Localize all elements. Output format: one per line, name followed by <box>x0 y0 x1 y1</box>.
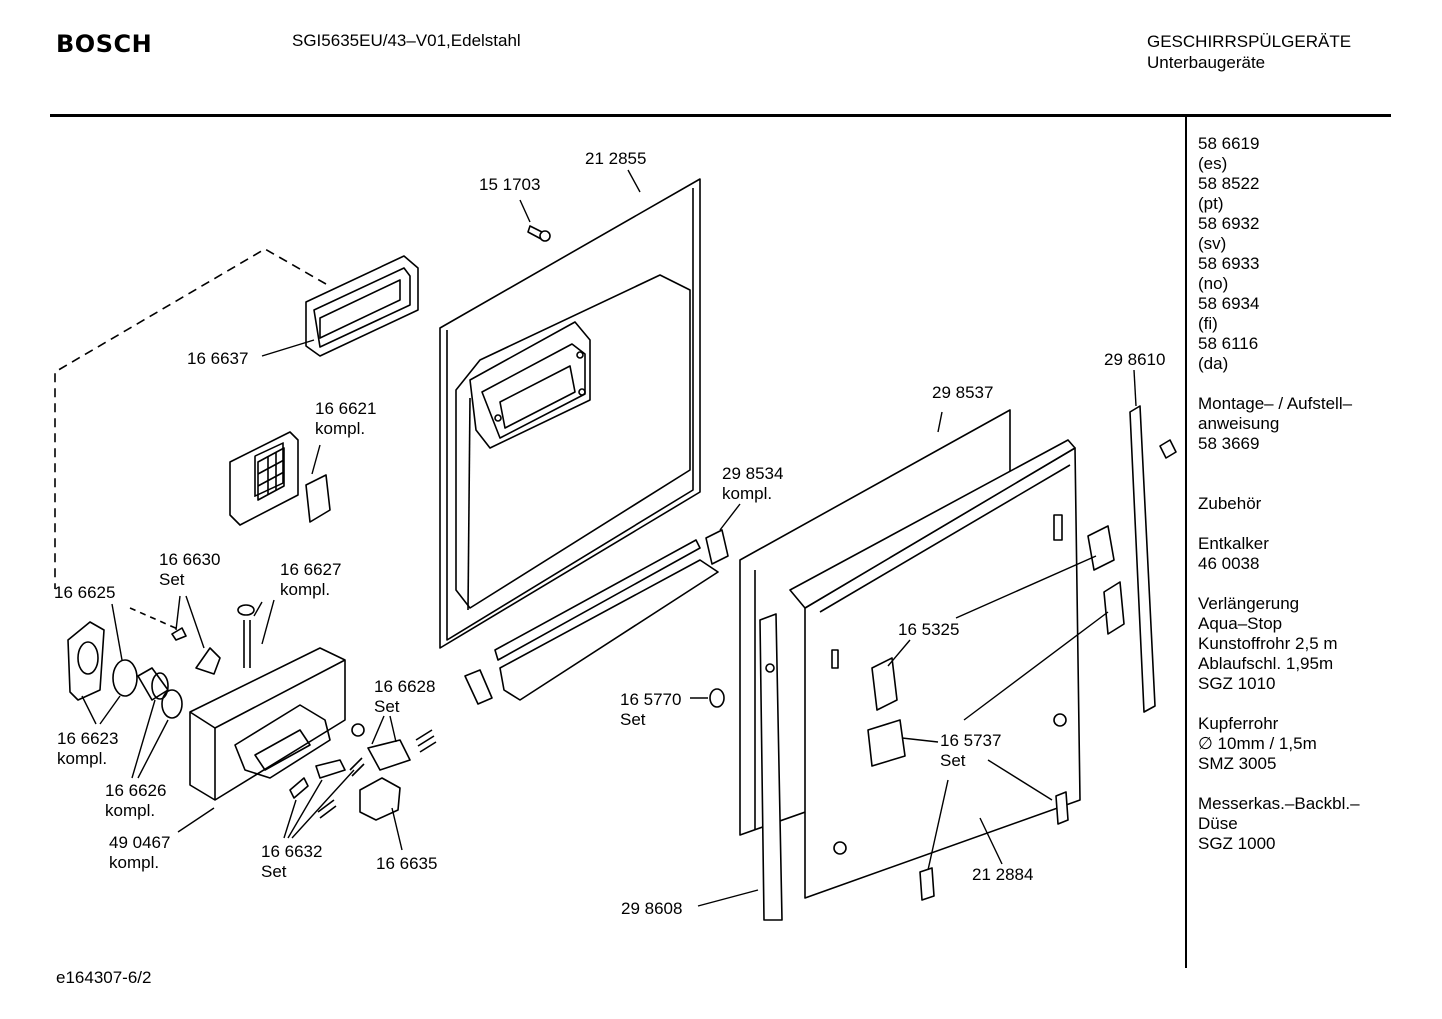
label-151703: 15 1703 <box>479 175 541 194</box>
sidebar-line: (es) <box>1198 154 1228 173</box>
label-298608: 29 8608 <box>621 899 683 918</box>
seal-ring <box>112 659 138 697</box>
sidebar-notes: 58 6619(es)58 8522(pt)58 6932(sv)58 6933… <box>1198 134 1360 854</box>
sidebar-divider <box>1185 117 1187 968</box>
hinge-298534 <box>705 529 729 565</box>
side-strip-298610 <box>1129 405 1156 713</box>
label-166626: 16 6626 kompl. <box>105 781 167 820</box>
label-298610: 29 8610 <box>1104 350 1166 369</box>
dashed-guide-2 <box>129 607 181 631</box>
sidebar-line: (pt) <box>1198 194 1224 213</box>
label-166623: 16 6623 kompl. <box>57 729 119 768</box>
sidebar-line: Verlängerung <box>1198 594 1300 613</box>
sidebar-line: Kupferrohr <box>1198 714 1279 733</box>
label-165325: 16 5325 <box>898 620 960 639</box>
label-212855: 21 2855 <box>585 149 647 168</box>
screw-151703 <box>527 225 551 242</box>
label-298534: 29 8534 kompl. <box>722 464 784 503</box>
sidebar-line: 46 0038 <box>1198 554 1260 573</box>
strip-hole <box>765 663 775 673</box>
model-number: SGI5635EU/43–V01,Edelstahl <box>292 31 521 50</box>
sidebar-line: Kunstoffrohr 2,5 m <box>1198 634 1338 653</box>
label-166637: 16 6637 <box>187 349 249 368</box>
hinge-298534-left <box>464 669 493 705</box>
knob-165770 <box>709 688 725 708</box>
latch-165737-a <box>867 719 906 767</box>
lever-166630 <box>195 647 221 675</box>
label-166625: 16 6625 <box>54 583 116 602</box>
sidebar-line: 58 3669 <box>1198 434 1260 453</box>
sidebar-line: ∅ 10mm / 1,5m <box>1198 734 1317 753</box>
pin-166627 <box>237 604 255 668</box>
rinse-cap <box>137 667 169 701</box>
drawing-code: e164307-6/2 <box>56 968 152 987</box>
bracket-165325-b <box>871 657 898 711</box>
latch-165737-b <box>919 867 935 901</box>
sidebar-line: 58 6934 <box>1198 294 1260 313</box>
sidebar-line: (no) <box>1198 274 1229 293</box>
parts-166632 <box>289 757 365 819</box>
label-166630: 16 6630 Set <box>159 550 221 589</box>
clip-298610 <box>1159 439 1177 459</box>
switch-166635 <box>359 777 401 821</box>
parts-166628 <box>351 723 437 771</box>
sidebar-line: Montage– / Aufstell– <box>1198 394 1353 413</box>
sidebar-line: 58 6116 <box>1198 334 1259 353</box>
sidebar-line: SGZ 1000 <box>1198 834 1276 853</box>
dashed-guide <box>54 248 327 589</box>
sidebar-line: Zubehör <box>1198 494 1262 513</box>
label-165737: 16 5737 Set <box>940 731 1002 770</box>
sidebar-line: 58 6932 <box>1198 214 1260 233</box>
bottom-seal-profile <box>499 559 719 701</box>
sidebar-line: SGZ 1010 <box>1198 674 1276 693</box>
label-212884: 21 2884 <box>972 865 1034 884</box>
sidebar-line: anweisung <box>1198 414 1280 433</box>
sidebar-line: Entkalker <box>1198 534 1269 553</box>
brand-logo: BOSCH <box>56 30 153 58</box>
side-strip-298608 <box>759 613 783 921</box>
label-166628: 16 6628 Set <box>374 677 436 716</box>
label-166627: 16 6627 kompl. <box>280 560 342 599</box>
sidebar-line: Düse <box>1198 814 1238 833</box>
leader-lines <box>81 169 1137 907</box>
bottom-seal-strip <box>494 539 701 661</box>
sidebar-line: Messerkas.–Backbl.– <box>1198 794 1360 813</box>
category: GESCHIRRSPÜLGERÄTE Unterbaugeräte <box>1147 31 1351 73</box>
sidebar-line: (sv) <box>1198 234 1227 253</box>
label-166632: 16 6632 Set <box>261 842 323 881</box>
door-front-panel <box>789 439 1081 899</box>
bracket-165325-c <box>1103 581 1125 635</box>
o-ring <box>161 689 183 719</box>
filter-frame <box>305 255 419 357</box>
sidebar-line: Ablaufschl. 1,95m <box>1198 654 1334 673</box>
inner-door-panel <box>439 178 701 649</box>
sidebar-line: (da) <box>1198 354 1229 373</box>
category-subtitle: Unterbaugeräte <box>1147 53 1266 72</box>
dispenser-lid <box>67 621 105 701</box>
sidebar-line: (fi) <box>1198 314 1218 333</box>
spring-166630 <box>171 627 187 641</box>
dispenser-housing <box>189 647 346 801</box>
sidebar-line: 58 8522 <box>1198 174 1260 193</box>
label-166635: 16 6635 <box>376 854 438 873</box>
label-166621: 16 6621 kompl. <box>315 399 377 438</box>
bracket-165325-a <box>1087 525 1115 571</box>
sidebar-line: Aqua–Stop <box>1198 614 1283 633</box>
header-rule <box>50 114 1391 117</box>
label-298537: 29 8537 <box>932 383 994 402</box>
label-490467: 49 0467 kompl. <box>109 833 171 872</box>
label-165770: 16 5770 Set <box>620 690 682 729</box>
latch-165737-c <box>1055 791 1069 825</box>
category-title: GESCHIRRSPÜLGERÄTE <box>1147 32 1352 51</box>
sidebar-line: 58 6619 <box>1198 134 1260 153</box>
dispenser-insert <box>229 431 331 526</box>
sidebar-line: 58 6933 <box>1198 254 1260 273</box>
sidebar-line: SMZ 3005 <box>1198 754 1277 773</box>
